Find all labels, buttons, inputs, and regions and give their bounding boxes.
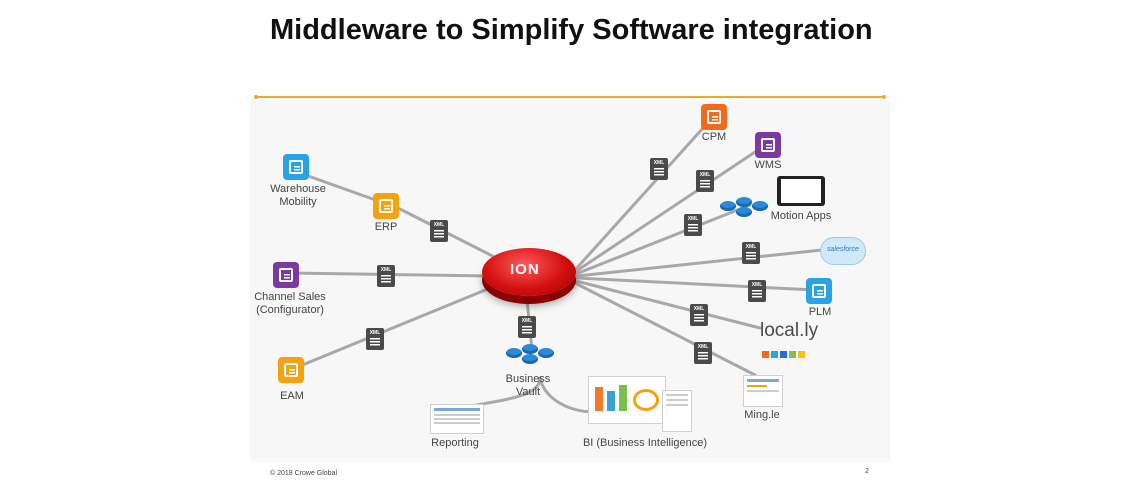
slide-title: Middleware to Simplify Software integrat… bbox=[270, 14, 873, 46]
motion-apps-tablet-icon bbox=[777, 176, 825, 206]
motion-apps-database-icon bbox=[720, 197, 768, 221]
wms-icon bbox=[755, 132, 781, 158]
xml-doc-icon: XML bbox=[518, 316, 536, 338]
xml-doc-icon: XML bbox=[742, 242, 760, 264]
wms-label: WMS bbox=[754, 159, 782, 171]
erp-icon bbox=[373, 193, 399, 219]
xml-doc-icon: XML bbox=[430, 220, 448, 242]
business-vault-label: Business Vault bbox=[505, 373, 551, 398]
plm-label: PLM bbox=[808, 306, 832, 318]
xml-doc-icon: XML bbox=[377, 265, 395, 287]
locally-logo: local.ly bbox=[760, 320, 819, 341]
channel-sales-label: Channel Sales (Configurator) bbox=[254, 291, 326, 316]
locally-app-icons bbox=[762, 345, 814, 358]
eam-icon bbox=[278, 357, 304, 383]
bi-label: BI (Business Intelligence) bbox=[582, 437, 708, 449]
reporting-label: Reporting bbox=[431, 437, 479, 449]
xml-doc-icon: XML bbox=[748, 280, 766, 302]
title-divider bbox=[254, 95, 886, 99]
ion-disc bbox=[482, 248, 576, 296]
warehouse-mobility-label: Warehouse Mobility bbox=[270, 183, 326, 208]
copyright-footer: © 2018 Crowe Global bbox=[270, 470, 338, 477]
cpm-icon bbox=[701, 104, 727, 130]
xml-doc-icon: XML bbox=[690, 304, 708, 326]
eam-label: EAM bbox=[280, 390, 304, 402]
plm-icon bbox=[806, 278, 832, 304]
salesforce-cloud-icon: salesforce bbox=[820, 237, 866, 265]
channel-sales-icon bbox=[273, 262, 299, 288]
erp-label: ERP bbox=[374, 221, 398, 233]
ion-integration-diagram: ION Warehouse Mobility ERP Channel Sales… bbox=[250, 100, 890, 462]
mingle-screenshot bbox=[743, 375, 783, 407]
page-number: 2 bbox=[865, 468, 869, 475]
business-vault-database-icon bbox=[506, 344, 556, 370]
mingle-label: Ming.le bbox=[744, 409, 780, 421]
bi-dashboard-screenshot bbox=[588, 376, 666, 424]
salesforce-logo-text: salesforce bbox=[827, 246, 859, 253]
xml-doc-icon: XML bbox=[650, 158, 668, 180]
ion-hub: ION bbox=[482, 248, 576, 306]
xml-doc-icon: XML bbox=[366, 328, 384, 350]
xml-doc-icon: XML bbox=[696, 170, 714, 192]
warehouse-mobility-icon bbox=[283, 154, 309, 180]
motion-apps-label: Motion Apps bbox=[770, 210, 832, 222]
xml-doc-icon: XML bbox=[694, 342, 712, 364]
cpm-label: CPM bbox=[701, 131, 727, 143]
ion-label: ION bbox=[510, 261, 540, 278]
reporting-screenshot bbox=[430, 404, 484, 434]
bi-side-panel-screenshot bbox=[662, 390, 692, 432]
xml-doc-icon: XML bbox=[684, 214, 702, 236]
